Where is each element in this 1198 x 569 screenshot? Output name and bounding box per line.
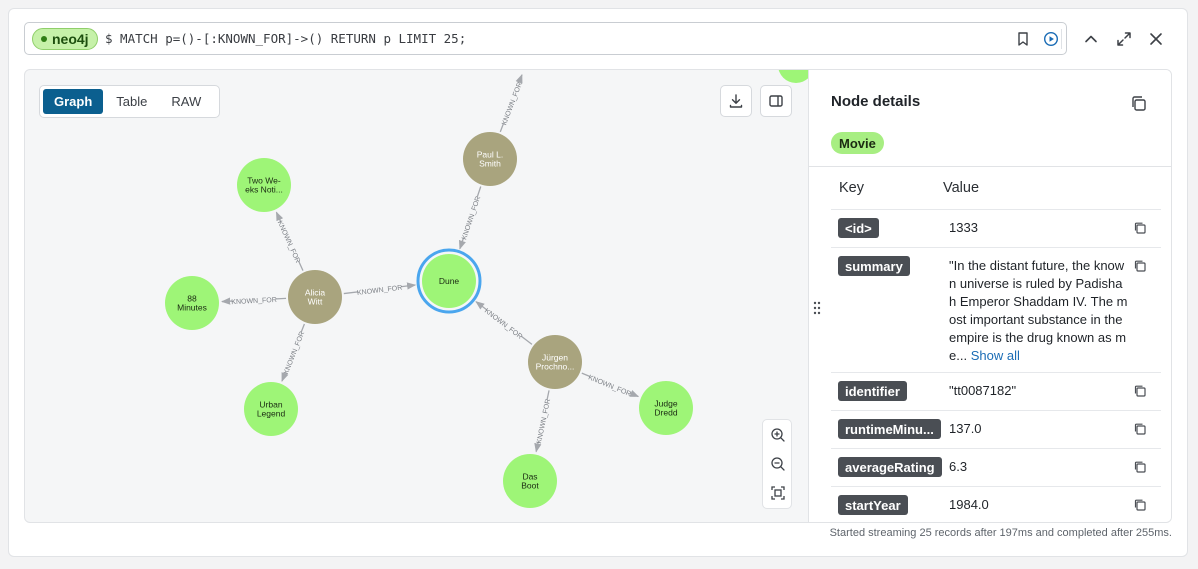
- copy-icon[interactable]: [1133, 460, 1147, 474]
- copy-icon[interactable]: [1133, 422, 1147, 436]
- edge-label-background: [280, 330, 305, 375]
- property-row: runtimeMinu... 137.0: [831, 410, 1161, 448]
- edge-label-background: [484, 305, 525, 340]
- property-key: runtimeMinu...: [838, 419, 941, 439]
- node-caption: Urban: [259, 400, 282, 410]
- property-value: 1333: [949, 220, 978, 235]
- node-caption: Boot: [521, 481, 539, 491]
- node-details-panel: Node details Movie Key Value <id> 1333 s…: [808, 70, 1171, 522]
- status-dot-icon: [41, 36, 47, 42]
- node-caption: Prochno...: [536, 362, 575, 372]
- panel-title: Node details: [831, 93, 921, 110]
- database-name: neo4j: [52, 31, 89, 47]
- property-key: <id>: [838, 218, 879, 238]
- property-row: summary "In the distant future, the know…: [831, 247, 1161, 372]
- node-caption: Smith: [479, 159, 501, 169]
- property-key: summary: [838, 256, 910, 276]
- download-icon: [729, 94, 743, 108]
- view-tabs: Graph Table RAW: [39, 85, 220, 118]
- drag-handle-icon[interactable]: [812, 300, 822, 316]
- close-icon[interactable]: [1144, 27, 1168, 51]
- node-caption: Legend: [257, 409, 286, 419]
- property-value: 1984.0: [949, 497, 989, 512]
- divider: [1061, 29, 1062, 49]
- node-caption: Dredd: [654, 408, 677, 418]
- play-icon[interactable]: [1041, 29, 1061, 49]
- query-text[interactable]: $ MATCH p=()-[:KNOWN_FOR]->() RETURN p L…: [105, 31, 467, 46]
- graph-node[interactable]: [503, 454, 557, 508]
- property-value: 137.0: [949, 421, 982, 436]
- node-caption: Witt: [308, 297, 323, 307]
- status-footer: Started streaming 25 records after 197ms…: [829, 527, 1172, 539]
- graph-node[interactable]: [778, 70, 808, 83]
- bookmark-icon[interactable]: [1013, 29, 1033, 49]
- edge-label-background: [588, 371, 633, 397]
- value-column-header: Value: [943, 180, 980, 196]
- relationship-label: KNOWN_FOR: [483, 308, 523, 341]
- copy-icon[interactable]: [1133, 221, 1147, 235]
- fit-to-screen-icon[interactable]: [767, 482, 789, 504]
- node-caption: Das: [522, 472, 537, 482]
- expand-icon[interactable]: [1112, 27, 1136, 51]
- summary-text: "In the distant future, the known univer…: [949, 258, 1128, 363]
- node-caption: Paul L.: [477, 150, 503, 160]
- query-bar[interactable]: neo4j $ MATCH p=()-[:KNOWN_FOR]->() RETU…: [24, 22, 1067, 55]
- tab-raw[interactable]: RAW: [171, 94, 202, 109]
- download-button[interactable]: [720, 85, 752, 117]
- zoom-controls: [762, 419, 792, 509]
- edge-label-background: [231, 293, 277, 306]
- show-all-link[interactable]: Show all: [970, 348, 1020, 363]
- edge-label-background: [498, 81, 523, 126]
- node-caption: Minutes: [177, 303, 207, 313]
- toggle-panel-button[interactable]: [760, 85, 792, 117]
- side-panel-icon: [769, 95, 783, 107]
- property-value: 6.3: [949, 459, 968, 474]
- node-caption: Alicia: [305, 288, 326, 298]
- property-key: averageRating: [838, 457, 942, 477]
- graph-node[interactable]: [244, 382, 298, 436]
- property-key: identifier: [838, 381, 907, 401]
- graph-node[interactable]: [422, 254, 476, 308]
- graph-node[interactable]: [165, 276, 219, 330]
- property-row: startYear 1984.0: [831, 486, 1161, 522]
- graph-node[interactable]: [237, 158, 291, 212]
- property-row: identifier "tt0087182": [831, 372, 1161, 410]
- zoom-out-icon[interactable]: [767, 453, 789, 475]
- edge-label-background: [458, 195, 482, 240]
- node-caption: Dune: [439, 276, 460, 286]
- graph-node[interactable]: [528, 335, 582, 389]
- database-badge[interactable]: neo4j: [32, 28, 98, 50]
- selection-ring: [416, 248, 482, 314]
- node-caption: Two We-: [247, 176, 281, 186]
- tab-table[interactable]: Table: [116, 94, 148, 109]
- node-caption: Judge: [654, 399, 677, 409]
- property-row: <id> 1333: [831, 209, 1161, 247]
- copy-icon[interactable]: [1127, 92, 1149, 114]
- node-caption: Jürgen: [542, 353, 568, 363]
- node-caption: eks Noti...: [245, 185, 283, 195]
- property-value: "tt0087182": [949, 383, 1017, 398]
- key-column-header: Key: [839, 180, 864, 196]
- property-key: startYear: [838, 495, 908, 515]
- property-value: "In the distant future, the known univer…: [949, 257, 1129, 365]
- relationship-label: KNOWN_FOR: [231, 297, 277, 306]
- graph-node[interactable]: [463, 132, 517, 186]
- property-row: averageRating 6.3: [831, 448, 1161, 486]
- node-label-badge[interactable]: Movie: [831, 132, 884, 154]
- edge-label-background: [276, 219, 304, 264]
- node-caption: 88: [187, 294, 197, 304]
- zoom-in-icon[interactable]: [767, 424, 789, 446]
- graph-node[interactable]: [639, 381, 693, 435]
- divider: [809, 166, 1171, 167]
- copy-icon[interactable]: [1133, 384, 1147, 398]
- tab-graph[interactable]: Graph: [43, 89, 104, 114]
- graph-node[interactable]: [288, 270, 342, 324]
- edge-label-background: [357, 281, 402, 296]
- copy-icon[interactable]: [1133, 498, 1147, 512]
- edge-label-background: [533, 398, 552, 444]
- chevron-up-icon[interactable]: [1079, 27, 1103, 51]
- copy-icon[interactable]: [1133, 259, 1147, 273]
- graph-canvas[interactable]: KNOWN_FORKNOWN_FORKNOWN_FORKNOWN_FORKNOW…: [25, 70, 808, 523]
